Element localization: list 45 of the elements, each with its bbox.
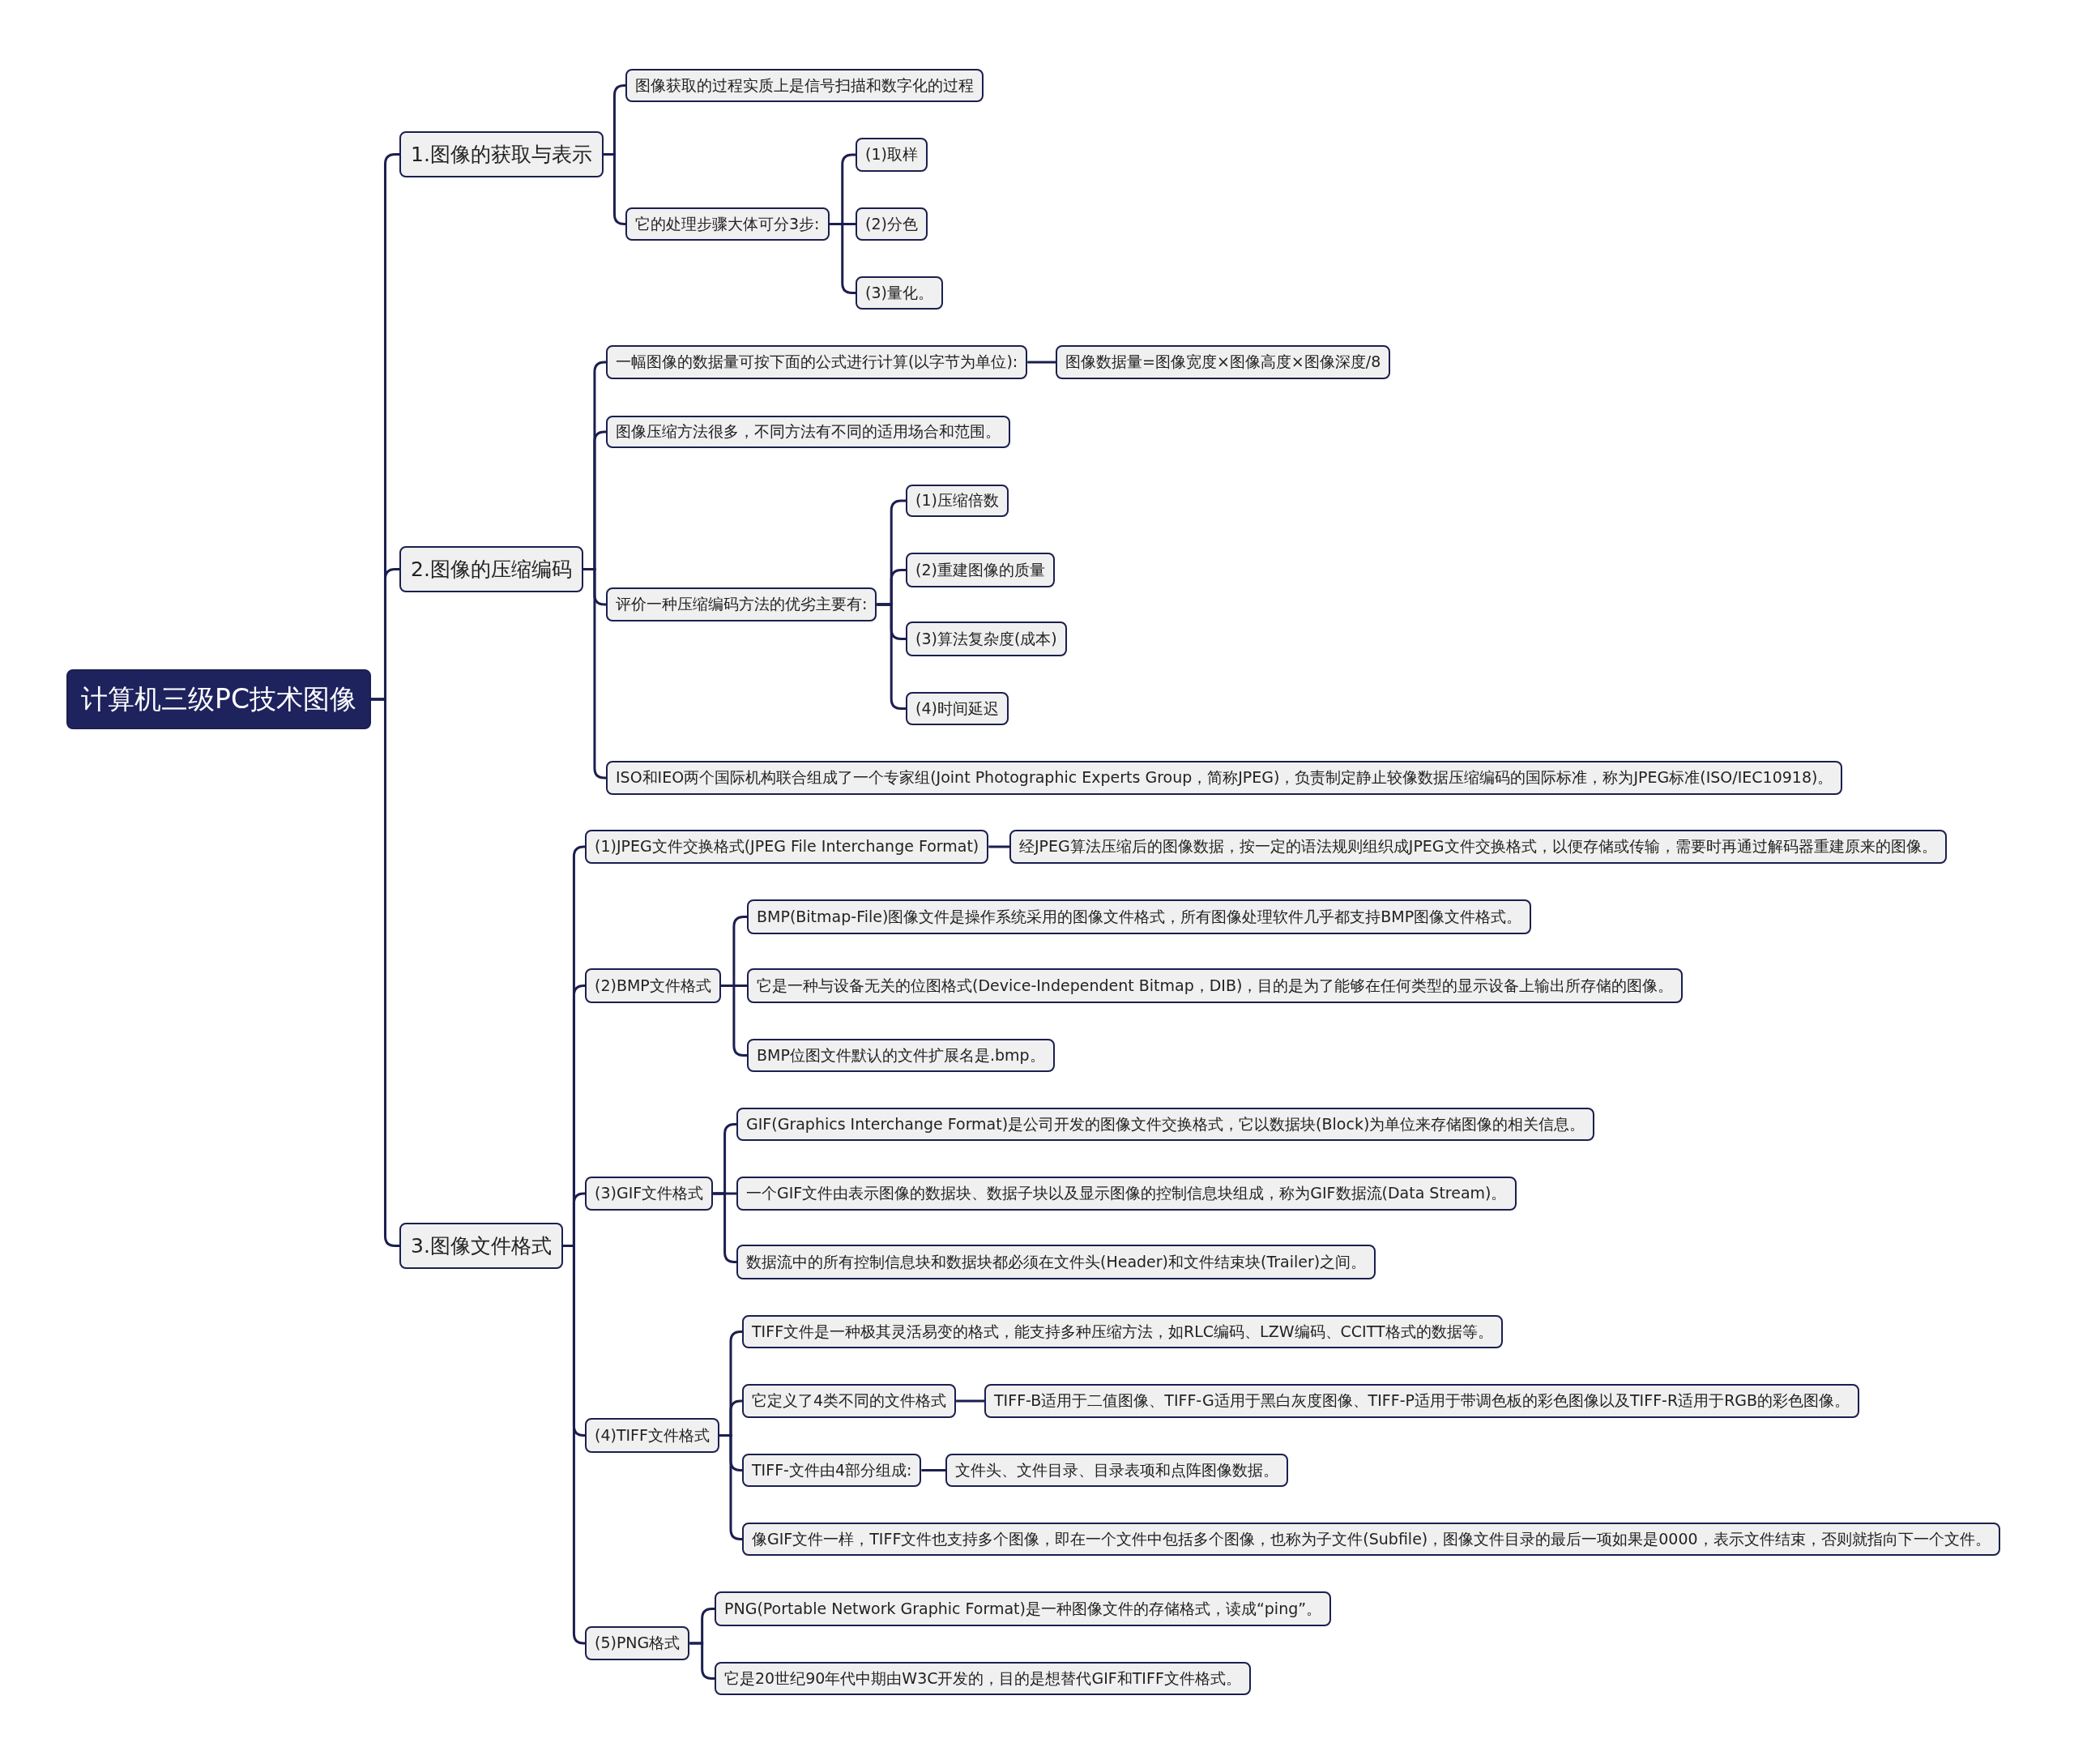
root-topic-box: 计算机三级PC技术图像 [66,669,371,729]
topic-box: 一幅图像的数据量可按下面的公式进行计算(以字节为单位): [606,345,1028,379]
topic-box: 3.图像文件格式 [399,1223,563,1269]
topic-box: 它是20世纪90年代中期由W3C开发的，目的是想替代GIF和TIFF文件格式。 [715,1662,1251,1695]
topic-box: 2.图像的压缩编码 [399,546,583,592]
topic-box: (3)GIF文件格式 [585,1177,714,1211]
topic-box: BMP位图文件默认的文件扩展名是.bmp。 [747,1039,1055,1072]
topic-box: 经JPEG算法压缩后的图像数据，按一定的语法规则组织成JPEG文件交换格式，以便存储或传输，需要时再通过解码器重建原来的图像。 [1009,830,1947,864]
topic-box: 它的处理步骤大体可分3步: [625,207,830,241]
topic-box: 一个GIF文件由表示图像的数据块、数据子块以及显示图像的控制信息块组成，称为GIF数据流(Data Stream)。 [736,1177,1517,1211]
topic-box: 评价一种压缩编码方法的优劣主要有: [606,587,877,621]
topic-box: (2)分色 [856,207,928,241]
connector-line [877,603,906,710]
topic-box: (4)TIFF文件格式 [585,1418,719,1453]
topic-box: (3)算法复杂度(成本) [906,621,1067,656]
topic-box: TIFF-文件由4部分组成: [742,1454,922,1487]
topic-box: (5)PNG格式 [585,1626,690,1660]
topic-box: 1.图像的获取与表示 [399,131,604,177]
topic-box: (1)取样 [856,138,928,172]
topic-box: 它是一种与设备无关的位图格式(Device-Independent Bitmap，DIB)，目的是为了能够在任何类型的显示设备上输出所存储的图像。 [747,968,1684,1003]
topic-box: (2)重建图像的质量 [906,553,1055,587]
topic-box: 图像压缩方法很多，不同方法有不同的适用场合和范围。 [606,416,1010,448]
topic-box: BMP(Bitmap-File)图像文件是操作系统采用的图像文件格式，所有图像处理软件几乎都支持BMP图像文件格式。 [747,899,1532,934]
topic-box: 图像数据量=图像宽度×图像高度×图像深度/8 [1056,345,1391,379]
topic-box: 文件头、文件目录、目录表项和点阵图像数据。 [945,1454,1288,1487]
connector-line [603,153,626,225]
connector-line [689,1642,715,1680]
connector-line [1027,361,1056,364]
topic-box: 它定义了4类不同的文件格式 [742,1384,957,1418]
topic-box: GIF(Graphics Interchange Format)是公司开发的图像文件交换格式，它以数据块(Block)为单位来存储图像的相关信息。 [736,1108,1595,1141]
topic-box: (4)时间延迟 [906,692,1009,725]
connector-line [921,1469,945,1471]
topic-box: 数据流中的所有控制信息块和数据块都必须在文件头(Header)和文件结束块(Trailer)之间。 [736,1245,1376,1279]
topic-box: (1)压缩倍数 [906,485,1009,517]
topic-box: TIFF文件是一种极其灵活易变的格式，能支持多种压缩方法，如RLC编码、LZW编码、CCITT格式的数据等。 [742,1315,1503,1348]
topic-box: ISO和IEO两个国际机构联合组成了一个专家组(Joint Photographic Experts Group，简称JPEG)，负责制定静止较像数据压缩编码的国际标准，称为JPEG标准(ISO/IEC10918)。 [606,761,1843,795]
topic-box: 图像获取的过程实质上是信号扫描和数字化的过程 [625,69,984,102]
topic-box: 像GIF文件一样，TIFF文件也支持多个图像，即在一个文件中包括多个图像，也称为子文件(Subfile)，图像文件目录的最后一项如果是0000，表示文件结束，否则就指向下一个文件。 [742,1523,2000,1556]
connector-line [956,1399,984,1403]
topic-box: TIFF-B适用于二值图像、TIFF-G适用于黑白灰度图像、TIFF-P适用于带调色板的彩色图像以及TIFF-R适用于RGB的彩色图像。 [984,1384,1860,1418]
topic-box: PNG(Portable Network Graphic Format)是一种图像文件的存储格式，读成“ping”。 [715,1591,1332,1626]
topic-box: (1)JPEG文件交换格式(JPEG File Interchange Format) [585,830,989,864]
topic-box: (2)BMP文件格式 [585,968,721,1003]
topic-box: (3)量化。 [856,276,943,310]
connector-line [988,845,1009,848]
